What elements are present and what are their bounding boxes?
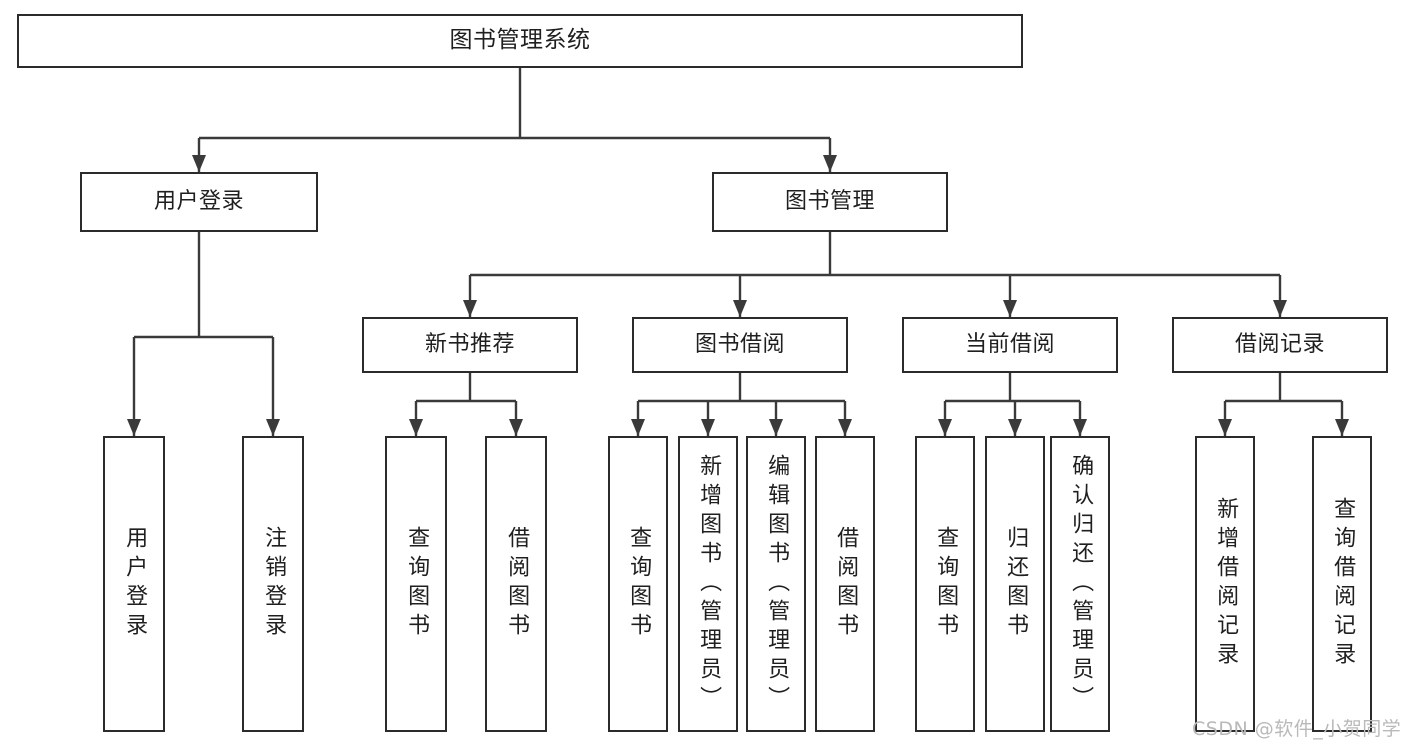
- node-user-login: 用户登录: [80, 172, 318, 232]
- node-label-leaf-add-book: 新增图书（管理员）: [696, 453, 722, 715]
- arrowhead-leaf-query-book-1: [409, 419, 423, 436]
- arrowhead-leaf-edit-book: [769, 419, 783, 436]
- node-label-wrap-leaf-return-book: 归还图书: [987, 438, 1043, 730]
- node-leaf-edit-book: 编辑图书（管理员）: [746, 436, 806, 732]
- node-label-leaf-edit-book: 编辑图书（管理员）: [764, 453, 790, 715]
- arrowhead-leaf-borrow-book-2: [838, 419, 852, 436]
- node-label-leaf-borrow-book-1: 借阅图书: [504, 526, 530, 642]
- node-borrow-record: 借阅记录: [1172, 317, 1388, 373]
- node-label-wrap-leaf-add-book: 新增图书（管理员）: [680, 438, 736, 730]
- node-label-wrap-leaf-add-record: 新增借阅记录: [1197, 438, 1253, 730]
- node-label-leaf-query-book-2: 查询图书: [626, 526, 652, 642]
- node-leaf-query-book-3: 查询图书: [915, 436, 975, 732]
- node-label-wrap-leaf-query-book-3: 查询图书: [917, 438, 973, 730]
- arrowhead-book-borrow: [733, 300, 747, 317]
- arrowhead-leaf-query-book-3: [938, 419, 952, 436]
- arrowhead-book-manage: [823, 155, 837, 172]
- node-leaf-confirm-return: 确认归还（管理员）: [1050, 436, 1110, 732]
- arrowhead-new-book-rec: [463, 300, 477, 317]
- node-label-current-borrow: 当前借阅: [964, 332, 1055, 358]
- node-leaf-query-record: 查询借阅记录: [1312, 436, 1372, 732]
- node-label-wrap-leaf-borrow-book-2: 借阅图书: [817, 438, 873, 730]
- arrowhead-user-login: [192, 155, 206, 172]
- arrowhead-leaf-query-book-2: [631, 419, 645, 436]
- node-new-book-rec: 新书推荐: [362, 317, 578, 373]
- node-leaf-user-logout: 注销登录: [242, 436, 304, 732]
- node-label-leaf-user-login: 用户登录: [122, 526, 148, 642]
- node-label-root: 图书管理系统: [449, 27, 591, 54]
- arrowhead-current-borrow: [1003, 300, 1017, 317]
- arrowhead-borrow-record: [1273, 300, 1287, 317]
- arrowhead-leaf-user-login: [127, 419, 141, 436]
- node-label-leaf-confirm-return: 确认归还（管理员）: [1068, 453, 1094, 715]
- arrowhead-leaf-confirm-return: [1073, 419, 1087, 436]
- node-leaf-add-book: 新增图书（管理员）: [678, 436, 738, 732]
- node-leaf-borrow-book-2: 借阅图书: [815, 436, 875, 732]
- node-label-wrap-leaf-user-login: 用户登录: [105, 438, 163, 730]
- node-label-wrap-leaf-query-book-2: 查询图书: [610, 438, 666, 730]
- node-label-leaf-query-book-3: 查询图书: [933, 526, 959, 642]
- node-label-wrap-leaf-confirm-return: 确认归还（管理员）: [1052, 438, 1108, 730]
- node-root: 图书管理系统: [17, 14, 1023, 68]
- node-leaf-query-book-2: 查询图书: [608, 436, 668, 732]
- node-label-new-book-rec: 新书推荐: [424, 332, 515, 358]
- arrowhead-leaf-return-book: [1008, 419, 1022, 436]
- node-label-wrap-leaf-user-logout: 注销登录: [244, 438, 302, 730]
- node-label-leaf-query-book-1: 查询图书: [404, 526, 430, 642]
- node-label-wrap-leaf-edit-book: 编辑图书（管理员）: [748, 438, 804, 730]
- arrowhead-leaf-query-record: [1335, 419, 1349, 436]
- node-label-book-borrow: 图书借阅: [694, 332, 785, 358]
- node-label-borrow-record: 借阅记录: [1234, 332, 1325, 358]
- node-label-leaf-borrow-book-2: 借阅图书: [833, 526, 859, 642]
- node-book-manage: 图书管理: [712, 172, 948, 232]
- node-label-leaf-add-record: 新增借阅记录: [1213, 497, 1239, 671]
- node-label-leaf-return-book: 归还图书: [1003, 526, 1029, 642]
- arrowhead-leaf-user-logout: [266, 419, 280, 436]
- node-current-borrow: 当前借阅: [902, 317, 1118, 373]
- arrowhead-leaf-borrow-book-1: [509, 419, 523, 436]
- node-book-borrow: 图书借阅: [632, 317, 848, 373]
- node-label-leaf-query-record: 查询借阅记录: [1330, 497, 1356, 671]
- node-leaf-user-login: 用户登录: [103, 436, 165, 732]
- arrowhead-leaf-add-book: [701, 419, 715, 436]
- arrowhead-leaf-add-record: [1218, 419, 1232, 436]
- node-leaf-return-book: 归还图书: [985, 436, 1045, 732]
- node-label-wrap-leaf-query-book-1: 查询图书: [387, 438, 445, 730]
- node-leaf-add-record: 新增借阅记录: [1195, 436, 1255, 732]
- node-label-wrap-leaf-query-record: 查询借阅记录: [1314, 438, 1370, 730]
- node-label-leaf-user-logout: 注销登录: [261, 526, 287, 642]
- node-label-user-login: 用户登录: [153, 189, 244, 215]
- node-label-wrap-leaf-borrow-book-1: 借阅图书: [487, 438, 545, 730]
- node-label-book-manage: 图书管理: [784, 189, 875, 215]
- node-leaf-query-book-1: 查询图书: [385, 436, 447, 732]
- node-leaf-borrow-book-1: 借阅图书: [485, 436, 547, 732]
